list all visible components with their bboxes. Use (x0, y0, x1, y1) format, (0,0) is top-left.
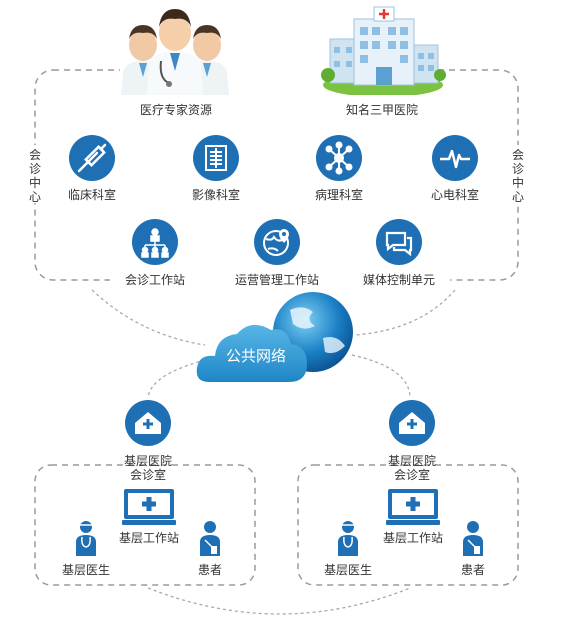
doctor-person-icon (338, 521, 358, 556)
department-label: 病理科室 (314, 188, 364, 202)
chat-bubbles-icon (376, 219, 422, 265)
doctors-illustration (121, 9, 229, 95)
consult-center-right-label: 会诊中心 (511, 148, 524, 204)
workstation-monitor-icon (386, 489, 440, 525)
hospital-house-icon (389, 400, 435, 446)
branch-doctor-label: 基层医生 (61, 563, 111, 577)
molecule-icon (316, 135, 362, 181)
doctor-person-icon (76, 521, 96, 556)
org-chart-icon (132, 219, 178, 265)
hospital-illustration (321, 6, 446, 95)
experts-label: 医疗专家资源 (139, 103, 213, 117)
hospital-house-icon (125, 400, 171, 446)
workstation-monitor-icon (122, 489, 176, 525)
ecg-icon (432, 135, 478, 181)
branch-room-label: 会诊室 (393, 468, 431, 482)
station-label: 运营管理工作站 (234, 273, 320, 287)
department-label: 影像科室 (191, 188, 241, 202)
xray-icon (193, 135, 239, 181)
globe-pin-icon (254, 219, 300, 265)
station-label: 媒体控制单元 (362, 273, 436, 287)
branch-room-label: 会诊室 (129, 468, 167, 482)
cloud-globe-illustration (196, 292, 353, 382)
branch-patient-label: 患者 (197, 563, 223, 577)
department-label: 临床科室 (67, 188, 117, 202)
patient-person-icon (463, 521, 483, 556)
consult-center-left-label: 会诊中心 (28, 148, 41, 204)
syringe-icon (69, 135, 115, 181)
public-network-label: 公共网络 (225, 347, 287, 365)
branch-doctor-label: 基层医生 (323, 563, 373, 577)
branch-workstation-label: 基层工作站 (118, 531, 180, 545)
station-label: 会诊工作站 (124, 273, 186, 287)
hospital-label: 知名三甲医院 (345, 103, 419, 117)
branch-patient-label: 患者 (460, 563, 486, 577)
patient-person-icon (200, 521, 220, 556)
department-label: 心电科室 (430, 188, 480, 202)
branch-workstation-label: 基层工作站 (382, 531, 444, 545)
branch-hospital-label: 基层医院 (387, 454, 437, 468)
branch-hospital-label: 基层医院 (123, 454, 173, 468)
